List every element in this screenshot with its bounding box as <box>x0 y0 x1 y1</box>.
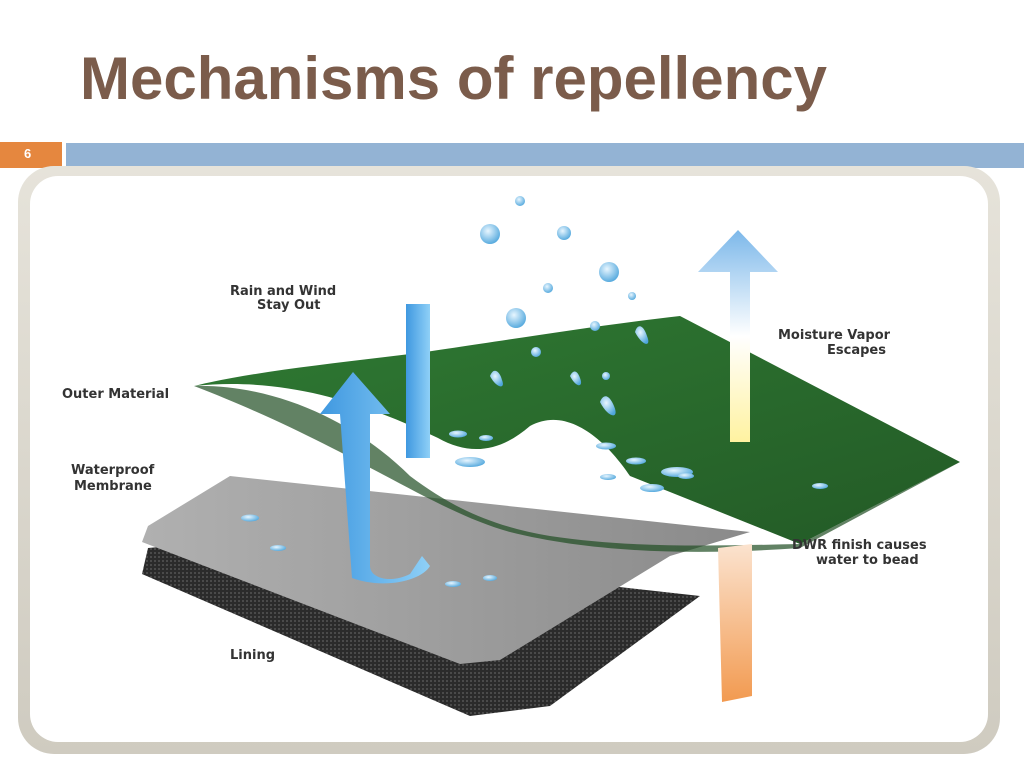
vapor-arrow <box>698 230 778 442</box>
rain-arrow-up <box>320 372 430 584</box>
label-lining: Lining <box>230 648 275 663</box>
water-drops <box>241 196 828 587</box>
slide-number-box <box>0 142 62 168</box>
label-dwr-1: DWR finish causes <box>792 538 927 553</box>
label-rain-wind-1: Rain and Wind <box>230 284 336 299</box>
label-waterproof-1: Waterproof <box>71 463 155 478</box>
rain-arrow-down <box>406 304 430 458</box>
label-waterproof-2: Membrane <box>74 479 152 494</box>
label-dwr-2: water to bead <box>816 553 919 568</box>
label-outer-material: Outer Material <box>62 387 169 402</box>
label-moisture-1: Moisture Vapor <box>778 328 891 343</box>
slide-title: Mechanisms of repellency <box>80 45 827 112</box>
dwr-arrow <box>718 544 752 702</box>
title-accent-bar <box>66 143 1024 168</box>
fabric-layers-diagram: Rain and Wind Stay Out Outer Material Wa… <box>30 176 988 742</box>
label-rain-wind-2: Stay Out <box>257 298 320 313</box>
membrane-layer <box>142 476 750 664</box>
outer-material-layer <box>194 316 960 544</box>
label-moisture-2: Escapes <box>827 343 886 358</box>
slide-number: 6 <box>24 146 32 161</box>
